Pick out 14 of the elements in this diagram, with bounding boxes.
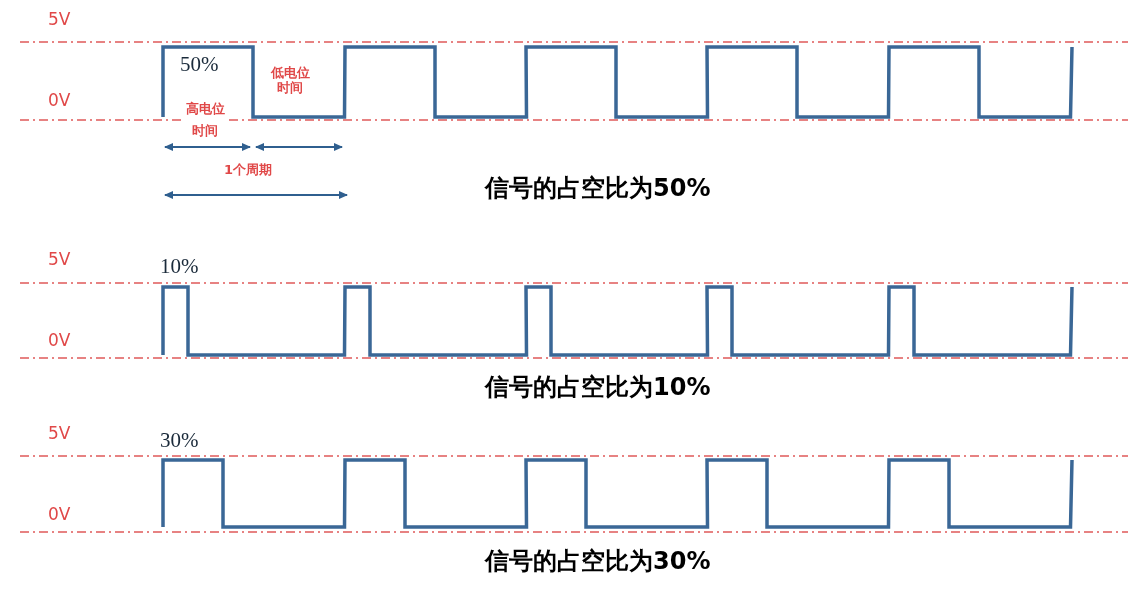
voltage-label: 0V bbox=[48, 505, 71, 525]
waveform-caption: 信号的占空比为50% bbox=[485, 175, 711, 203]
duty-cycle-label: 30% bbox=[160, 428, 199, 453]
waveform-caption: 信号的占空比为10% bbox=[485, 374, 711, 402]
waveform-caption: 信号的占空比为30% bbox=[485, 548, 711, 576]
voltage-label: 5V bbox=[48, 424, 71, 444]
annotation-label: 1个周期 bbox=[224, 163, 273, 178]
voltage-label: 5V bbox=[48, 10, 71, 30]
annotation-label: 低电位时间 bbox=[269, 66, 311, 96]
voltage-label: 0V bbox=[48, 331, 71, 351]
duty-cycle-label: 50% bbox=[180, 52, 219, 77]
voltage-label: 0V bbox=[48, 91, 71, 111]
voltage-label: 5V bbox=[48, 250, 71, 270]
duty-cycle-label: 10% bbox=[160, 254, 199, 279]
